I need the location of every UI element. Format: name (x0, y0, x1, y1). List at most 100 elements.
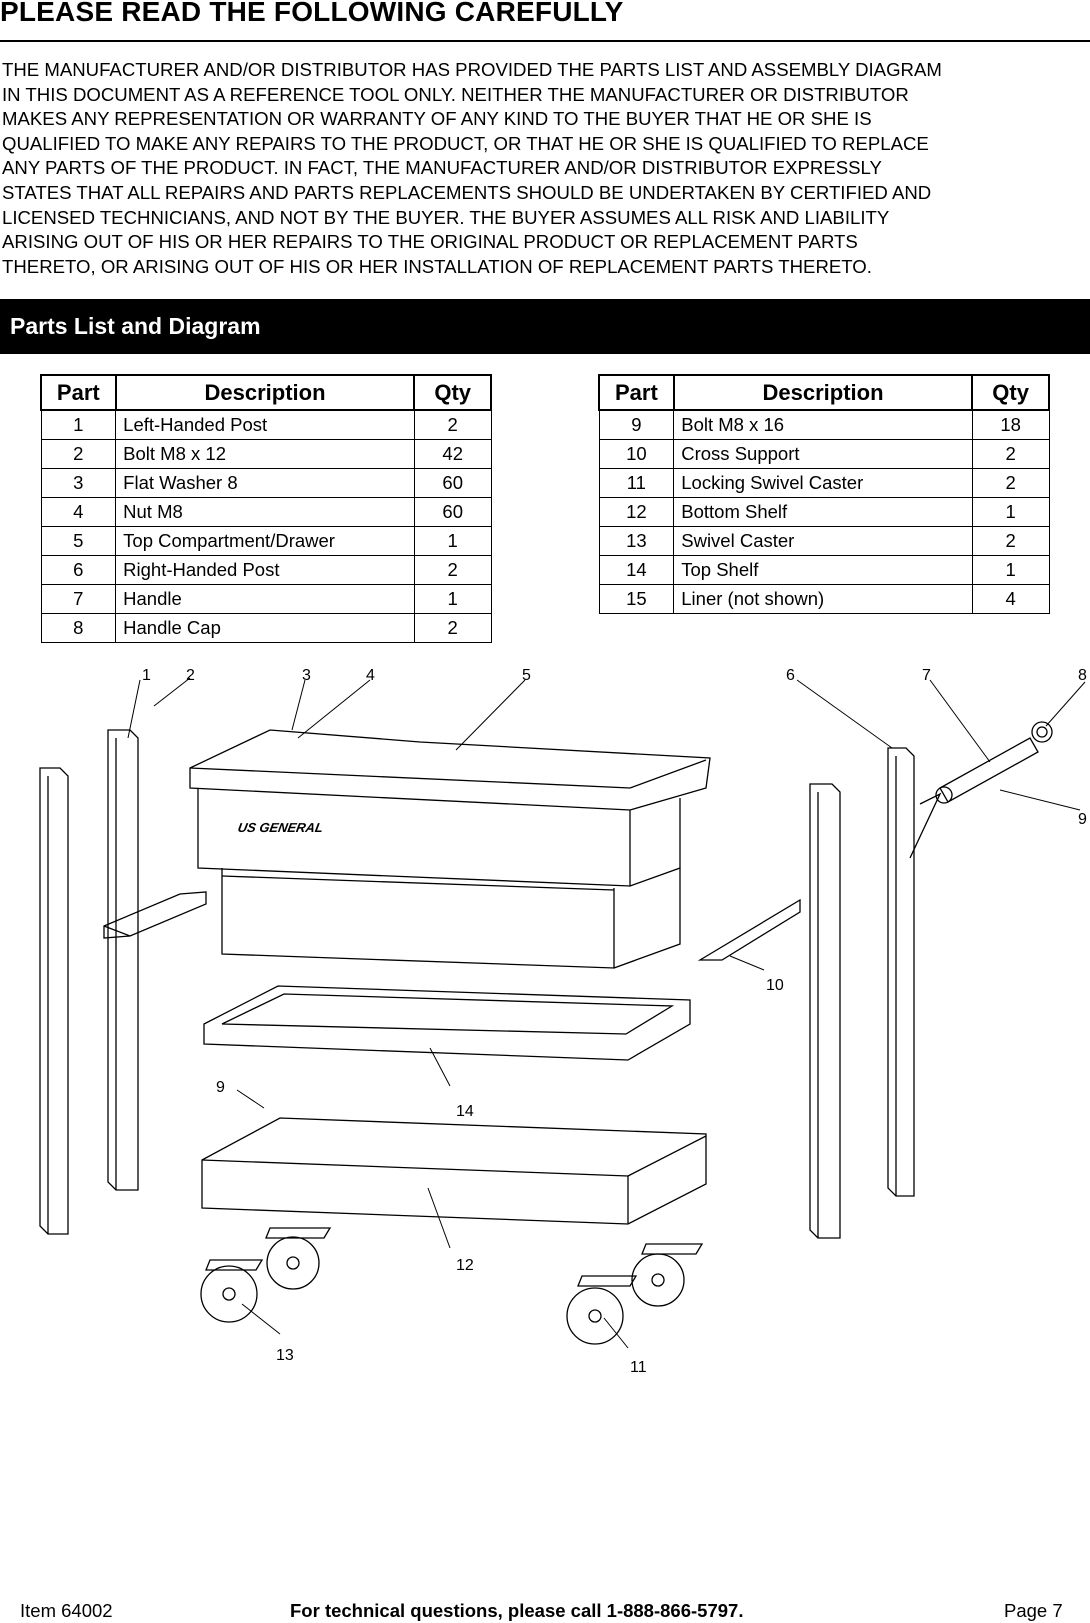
callout-11: 11 (630, 1359, 647, 1376)
callout-labels: 1 2 3 4 5 6 7 8 9 10 9 14 12 13 11 (142, 668, 1087, 1376)
page-heading: PLEASE READ THE FOLLOWING CAREFULLY (0, 0, 624, 27)
part-description: Bolt M8 x 16 (673, 409, 973, 440)
part-qty: 1 (971, 497, 1050, 527)
part-description: Swivel Caster (673, 526, 973, 556)
part-number: 11 (598, 468, 675, 498)
notice-line: STATES THAT ALL REPAIRS AND PARTS REPLAC… (2, 181, 932, 203)
right-post-front (887, 747, 915, 1197)
header-part: Part (40, 374, 117, 411)
header-qty: Qty (971, 374, 1050, 411)
exploded-assembly-diagram: US GENERAL 1 2 3 4 5 6 7 8 9 10 9 14 12 … (39, 668, 1087, 1376)
callout-1: 1 (142, 668, 151, 684)
header-description: Description (114, 374, 416, 411)
part-description: Handle (115, 584, 415, 614)
part-qty: 42 (413, 439, 492, 469)
header-description: Description (672, 374, 974, 411)
part-number: 1 (40, 409, 117, 440)
part-number: 13 (598, 526, 675, 556)
callout-6: 6 (786, 668, 795, 684)
part-description: Flat Washer 8 (115, 468, 415, 498)
notice-line: THE MANUFACTURER AND/OR DISTRIBUTOR HAS … (2, 59, 942, 80)
leader-lines (127, 677, 1086, 1349)
notice-line: MAKES ANY REPRESENTATION OR WARRANTY OF … (2, 108, 872, 130)
callout-10: 10 (766, 977, 784, 994)
part-description: Nut M8 (115, 497, 415, 527)
part-qty: 1 (413, 584, 492, 614)
callout-13: 13 (276, 1347, 294, 1364)
part-qty: 2 (413, 409, 492, 440)
callout-4: 4 (366, 668, 375, 684)
disclaimer-notice: THE MANUFACTURER AND/OR DISTRIBUTOR HAS … (2, 58, 1082, 279)
handle-cap (1031, 721, 1053, 743)
part-qty: 4 (971, 584, 1050, 614)
part-number: 15 (598, 584, 675, 614)
part-description: Liner (not shown) (673, 584, 973, 614)
left-post-front (107, 729, 139, 1191)
part-number: 4 (40, 497, 117, 527)
part-qty: 1 (413, 526, 492, 556)
table-header-row: Part Description Qty (598, 374, 1050, 411)
header-part: Part (598, 374, 675, 411)
table-header-row: Part Description Qty (40, 374, 492, 411)
notice-line: THERETO, OR ARISING OUT OF HIS OR HER IN… (2, 255, 872, 277)
swivel-caster (200, 1227, 332, 1323)
callout-9-lower: 9 (216, 1079, 225, 1096)
callout-8: 8 (1078, 668, 1087, 684)
callout-7: 7 (922, 668, 931, 684)
part-description: Left-Handed Post (115, 409, 415, 440)
callout-9: 9 (1078, 811, 1087, 828)
part-description: Cross Support (673, 439, 973, 469)
section-banner: Parts List and Diagram (0, 299, 1090, 354)
part-number: 5 (40, 526, 117, 556)
footer-item-number: Item 64002 (20, 1600, 113, 1621)
bottom-shelf (201, 1117, 707, 1225)
part-qty: 2 (971, 526, 1050, 556)
part-number: 8 (40, 613, 117, 643)
footer-page-number: Page 7 (1004, 1600, 1063, 1621)
heading-rule (0, 40, 1090, 42)
part-qty: 1 (971, 555, 1050, 585)
part-qty: 60 (413, 497, 492, 527)
section-title: Parts List and Diagram (10, 313, 261, 339)
part-description: Bottom Shelf (673, 497, 973, 527)
callout-12: 12 (456, 1257, 474, 1274)
part-qty: 18 (971, 409, 1050, 440)
left-cross-support (103, 891, 207, 939)
notice-line: IN THIS DOCUMENT AS A REFERENCE TOOL ONL… (2, 83, 909, 105)
part-qty: 2 (413, 555, 492, 585)
top-shelf (203, 985, 691, 1061)
header-qty: Qty (413, 374, 492, 411)
notice-line: QUALIFIED TO MAKE ANY REPAIRS TO THE PRO… (2, 132, 929, 154)
callout-5: 5 (522, 668, 531, 684)
locking-swivel-caster (566, 1243, 704, 1345)
part-number: 10 (598, 439, 675, 469)
part-number: 9 (598, 409, 675, 440)
part-qty: 60 (413, 468, 492, 498)
part-number: 2 (40, 439, 117, 469)
part-description: Locking Swivel Caster (673, 468, 973, 498)
part-description: Handle Cap (115, 613, 415, 643)
part-description: Top Compartment/Drawer (115, 526, 415, 556)
part-number: 7 (40, 584, 117, 614)
part-description: Top Shelf (673, 555, 973, 585)
part-number: 14 (598, 555, 675, 585)
top-compartment (189, 729, 711, 887)
notice-line: LICENSED TECHNICIANS, AND NOT BY THE BUY… (2, 206, 890, 228)
part-qty: 2 (413, 613, 492, 643)
